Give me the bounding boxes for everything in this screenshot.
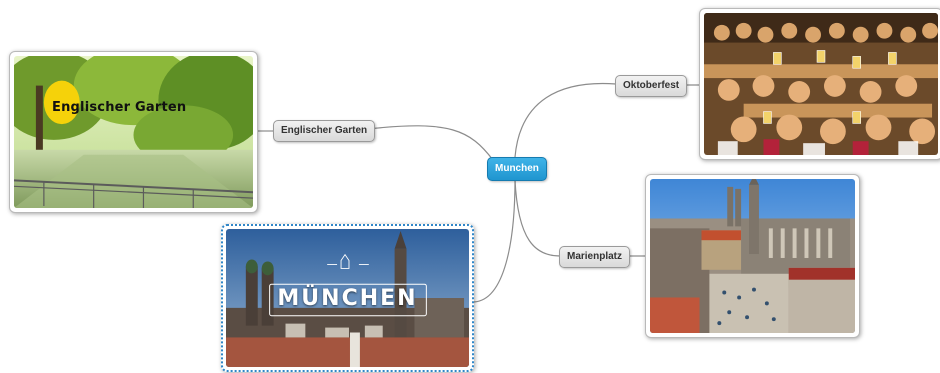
image-oktoberfest[interactable] [699, 8, 940, 160]
link-marienplatz [514, 179, 561, 257]
englischer-garten-caption: Englischer Garten [52, 100, 187, 115]
node-oktoberfest[interactable]: Oktoberfest [615, 75, 688, 97]
marienplatz-photo [650, 179, 855, 333]
muenchen-skyline-photo [226, 229, 469, 367]
node-marienplatz[interactable]: Marienplatz [559, 246, 631, 268]
link-oktoberfest [514, 82, 617, 158]
link-muenchen-image [473, 179, 516, 303]
image-marienplatz[interactable] [645, 174, 860, 338]
central-node-munchen[interactable]: Munchen [487, 157, 547, 181]
image-muenchen[interactable]: MÜNCHEN [221, 224, 474, 372]
muenchen-caption: MÜNCHEN [277, 286, 418, 311]
beer-tent-photo [704, 13, 938, 155]
park-photo [14, 56, 253, 208]
link-englischer-garten [367, 125, 494, 161]
node-englischer-garten[interactable]: Englischer Garten [273, 120, 376, 142]
image-englischer-garten[interactable]: Englischer Garten [9, 51, 258, 213]
